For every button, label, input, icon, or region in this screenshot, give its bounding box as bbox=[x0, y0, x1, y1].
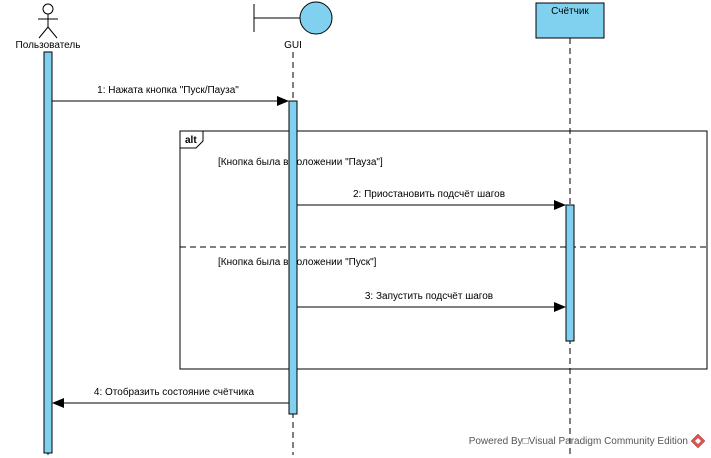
alt-operator-tab bbox=[179, 130, 204, 149]
alt-fragment: alt [Кнопка была в положении "Пауза"] [К… bbox=[179, 130, 708, 370]
message-1-label: 1: Нажата кнопка "Пуск/Пауза" bbox=[97, 85, 239, 96]
visual-paradigm-logo-icon bbox=[690, 433, 706, 449]
actor-icon bbox=[38, 3, 58, 39]
footer-text: Powered By□Visual Paradigm Community Edi… bbox=[469, 436, 688, 447]
message-3: 3: Запустить подсчёт шагов bbox=[297, 291, 566, 312]
participant-counter-label: Счётчик bbox=[551, 6, 589, 17]
boundary-icon bbox=[253, 1, 333, 35]
alt-fragment-frame bbox=[179, 130, 708, 370]
activation-gui bbox=[288, 100, 298, 415]
participant-counter: Счётчик bbox=[535, 2, 605, 39]
participant-user: Пользователь bbox=[16, 3, 81, 51]
alt-operator-label: alt bbox=[185, 135, 197, 146]
alt-guard-1: [Кнопка была в положении "Пауза"] bbox=[218, 156, 383, 168]
message-2-label: 2: Приостановить подсчёт шагов bbox=[353, 189, 505, 200]
message-3-label: 3: Запустить подсчёт шагов bbox=[365, 291, 493, 302]
activation-user bbox=[43, 51, 53, 454]
message-1: 1: Нажата кнопка "Пуск/Пауза" bbox=[52, 85, 289, 106]
participant-gui: GUI bbox=[253, 1, 333, 51]
participant-gui-label: GUI bbox=[284, 40, 302, 51]
message-4: 4: Отобразить состояние счётчика bbox=[52, 386, 289, 408]
participant-user-label: Пользователь bbox=[16, 40, 81, 51]
participant-counter-box bbox=[535, 2, 605, 39]
message-4-label: 4: Отобразить состояние счётчика bbox=[94, 386, 255, 398]
footer-watermark: Powered By□Visual Paradigm Community Edi… bbox=[469, 433, 706, 449]
message-2: 2: Приостановить подсчёт шагов bbox=[297, 189, 566, 210]
activation-counter bbox=[565, 204, 575, 342]
